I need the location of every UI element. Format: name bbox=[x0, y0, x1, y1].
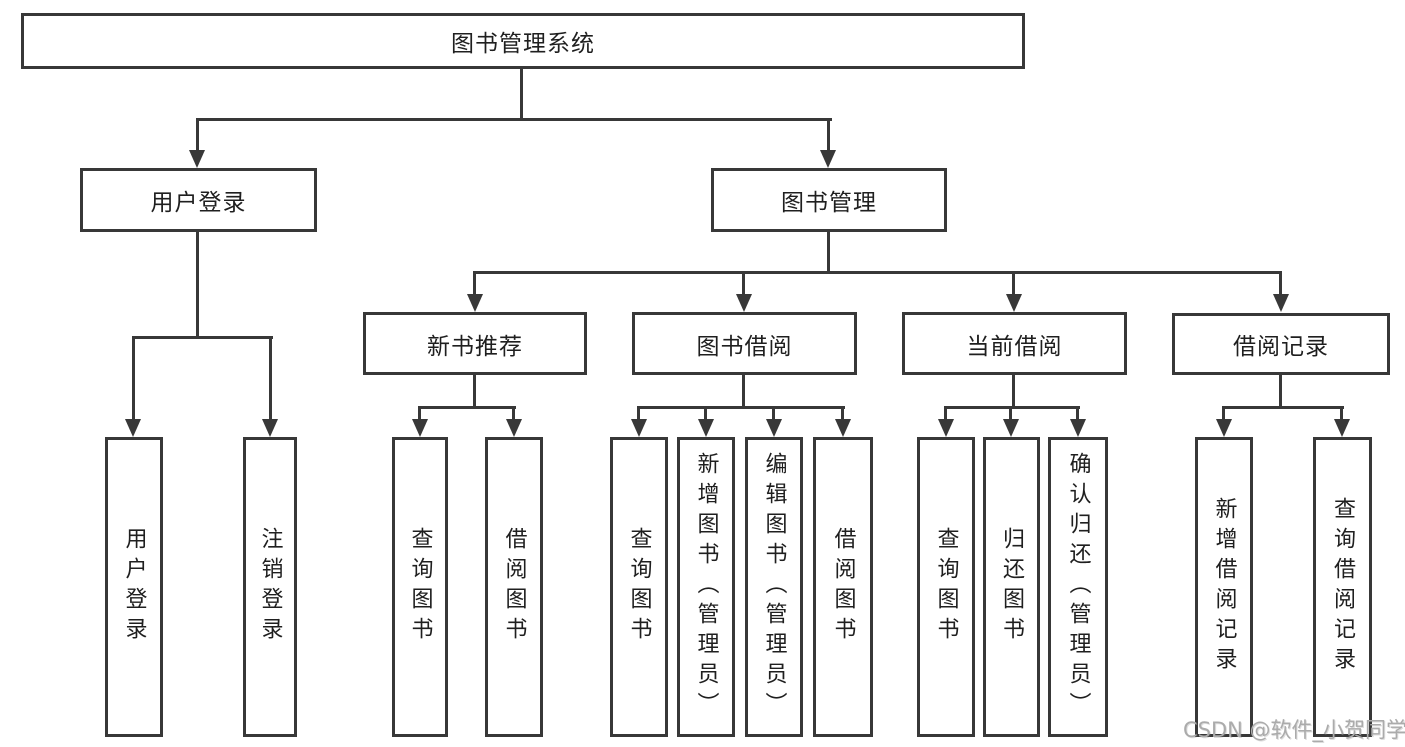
leaf-bb-edit-books-admin: 编辑图书（管理员） bbox=[745, 437, 803, 737]
leaf-bb-query-books: 查询图书 bbox=[610, 437, 668, 737]
node-library-system: 图书管理系统 bbox=[21, 13, 1025, 69]
watermark: CSDN @软件_小贺同学 bbox=[1183, 718, 1405, 742]
leaf-label: 查询图书 bbox=[626, 527, 652, 647]
arrowhead bbox=[467, 294, 483, 312]
connector bbox=[418, 406, 516, 409]
leaf-nr-borrow-books: 借阅图书 bbox=[485, 437, 543, 737]
arrowhead bbox=[1273, 294, 1289, 312]
connector bbox=[512, 406, 515, 421]
leaf-br-query-record: 查询借阅记录 bbox=[1313, 437, 1372, 737]
connector bbox=[1009, 406, 1012, 421]
connector bbox=[1012, 271, 1015, 297]
connector bbox=[1222, 406, 1225, 421]
connector bbox=[1012, 375, 1015, 409]
leaf-label: 新增图书（管理员） bbox=[693, 452, 719, 722]
node-label: 当前借阅 bbox=[966, 333, 1063, 360]
arrowhead bbox=[766, 419, 782, 437]
leaf-bb-add-books-admin: 新增图书（管理员） bbox=[677, 437, 735, 737]
arrowhead bbox=[1070, 419, 1086, 437]
connector bbox=[1279, 271, 1282, 297]
arrowhead bbox=[698, 419, 714, 437]
node-book-management: 图书管理 bbox=[711, 168, 947, 232]
connector bbox=[772, 406, 775, 421]
connector bbox=[196, 118, 832, 121]
arrowhead bbox=[506, 419, 522, 437]
leaf-label: 借阅图书 bbox=[501, 527, 527, 647]
leaf-cb-query-books: 查询图书 bbox=[917, 437, 975, 737]
leaf-label: 归还图书 bbox=[999, 527, 1025, 647]
arrowhead bbox=[631, 419, 647, 437]
arrowhead bbox=[1216, 419, 1232, 437]
arrowhead bbox=[125, 419, 141, 437]
leaf-label: 编辑图书（管理员） bbox=[761, 452, 787, 722]
connector bbox=[944, 406, 1080, 409]
connector bbox=[827, 118, 830, 152]
arrowhead bbox=[1003, 419, 1019, 437]
connector bbox=[944, 406, 947, 421]
leaf-logout: 注销登录 bbox=[243, 437, 297, 737]
arrowhead bbox=[262, 419, 278, 437]
leaf-label: 确认归还（管理员） bbox=[1065, 452, 1091, 722]
connector bbox=[132, 336, 135, 420]
connector bbox=[1340, 406, 1343, 421]
node-label: 图书管理 bbox=[781, 190, 877, 216]
node-new-book-recommend: 新书推荐 bbox=[363, 312, 587, 375]
connector bbox=[473, 271, 476, 297]
connector bbox=[520, 69, 523, 121]
node-label: 新书推荐 bbox=[427, 333, 523, 360]
connector bbox=[841, 406, 844, 421]
arrowhead bbox=[938, 419, 954, 437]
connector bbox=[1279, 375, 1282, 409]
leaf-cb-return-books: 归还图书 bbox=[983, 437, 1040, 737]
connector bbox=[827, 232, 830, 274]
node-label: 用户登录 bbox=[150, 190, 247, 216]
leaf-cb-confirm-return-admin: 确认归还（管理员） bbox=[1048, 437, 1108, 737]
node-label: 图书管理系统 bbox=[451, 31, 595, 57]
connector bbox=[1076, 406, 1079, 421]
connector bbox=[473, 375, 476, 409]
connector bbox=[742, 375, 745, 409]
leaf-nr-query-books: 查询图书 bbox=[392, 437, 448, 737]
leaf-label: 注销登录 bbox=[257, 527, 283, 647]
connector bbox=[132, 336, 273, 339]
node-label: 借阅记录 bbox=[1233, 334, 1329, 360]
leaf-br-add-record: 新增借阅记录 bbox=[1195, 437, 1253, 737]
node-borrow-records: 借阅记录 bbox=[1172, 313, 1390, 375]
arrowhead bbox=[820, 150, 836, 168]
leaf-user-login: 用户登录 bbox=[105, 437, 163, 737]
leaf-bb-borrow-books: 借阅图书 bbox=[813, 437, 873, 737]
connector bbox=[637, 406, 640, 421]
connector bbox=[704, 406, 707, 421]
leaf-label: 查询借阅记录 bbox=[1330, 497, 1356, 677]
leaf-label: 新增借阅记录 bbox=[1211, 497, 1237, 677]
node-user-login: 用户登录 bbox=[80, 168, 317, 232]
connector bbox=[196, 232, 199, 339]
node-label: 图书借阅 bbox=[696, 333, 793, 360]
arrowhead bbox=[412, 419, 428, 437]
arrowhead bbox=[1006, 294, 1022, 312]
leaf-label: 借阅图书 bbox=[830, 527, 856, 647]
leaf-label: 查询图书 bbox=[407, 527, 433, 647]
node-current-borrow: 当前借阅 bbox=[902, 312, 1127, 375]
connector bbox=[418, 406, 421, 421]
arrowhead bbox=[835, 419, 851, 437]
connector bbox=[742, 271, 745, 297]
arrowhead bbox=[189, 150, 205, 168]
connector bbox=[473, 271, 1282, 274]
leaf-label: 用户登录 bbox=[121, 527, 147, 647]
connector bbox=[269, 336, 272, 420]
connector bbox=[637, 406, 845, 409]
connector bbox=[196, 118, 199, 152]
arrowhead bbox=[1334, 419, 1350, 437]
node-book-borrow: 图书借阅 bbox=[632, 312, 857, 375]
arrowhead bbox=[736, 294, 752, 312]
leaf-label: 查询图书 bbox=[933, 527, 959, 647]
connector bbox=[1222, 406, 1344, 409]
